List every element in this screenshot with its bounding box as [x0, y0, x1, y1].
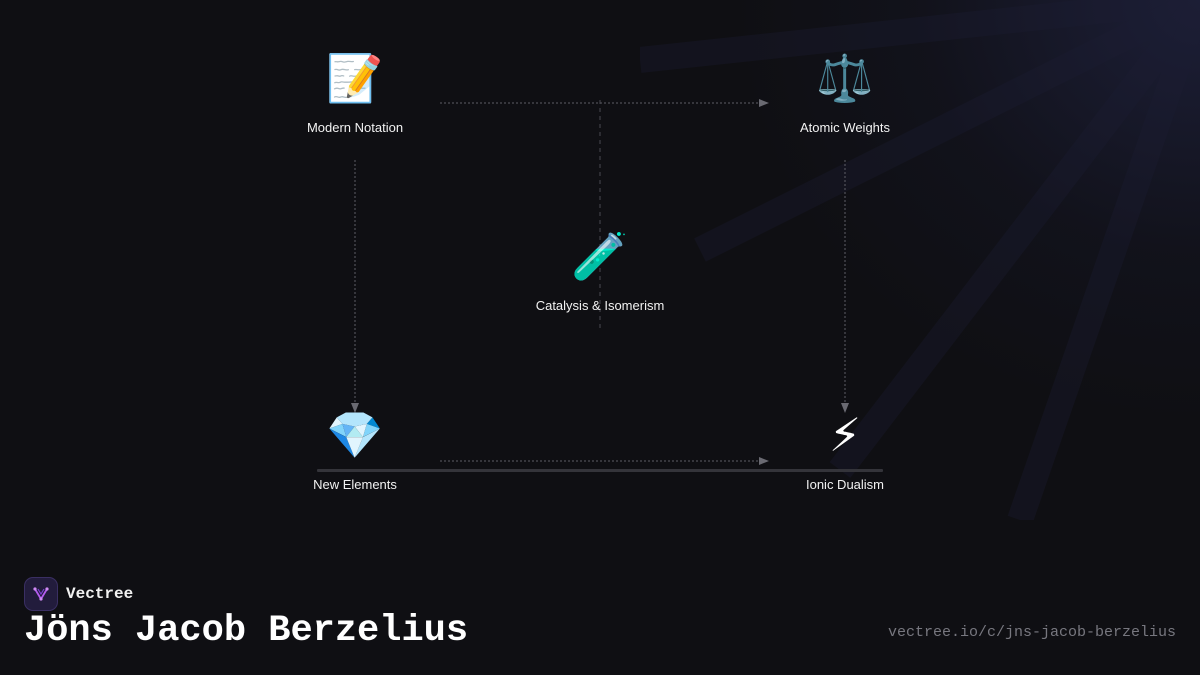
- lightning-icon: ⚡: [828, 408, 862, 462]
- test-tube-icon: 🧪: [571, 229, 629, 283]
- node-ionic-dualism[interactable]: ⚡ Ionic Dualism: [760, 407, 930, 492]
- node-atomic-weights[interactable]: ⚖️ Atomic Weights: [760, 50, 930, 135]
- node-catalysis-isomerism[interactable]: 🧪 Catalysis & Isomerism: [515, 228, 685, 313]
- memo-icon: 📝: [326, 51, 384, 105]
- brand[interactable]: Vectree: [24, 577, 133, 611]
- brand-name: Vectree: [66, 585, 134, 603]
- node-new-elements[interactable]: 💎 New Elements: [270, 407, 440, 492]
- vectree-logo-icon: [24, 577, 58, 611]
- node-label: Catalysis & Isomerism: [535, 298, 665, 313]
- node-label: New Elements: [313, 477, 397, 492]
- page-url[interactable]: vectree.io/c/jns-jacob-berzelius: [887, 624, 1176, 641]
- balance-scale-icon: ⚖️: [816, 51, 874, 105]
- node-label: Modern Notation: [306, 120, 404, 135]
- timeline-bar: [317, 469, 883, 472]
- node-label: Atomic Weights: [799, 120, 891, 135]
- page-title: Jöns Jacob Berzelius: [24, 610, 469, 652]
- node-modern-notation[interactable]: 📝 Modern Notation: [270, 50, 440, 135]
- node-label: Ionic Dualism: [805, 477, 885, 492]
- gem-icon: 💎: [326, 408, 384, 462]
